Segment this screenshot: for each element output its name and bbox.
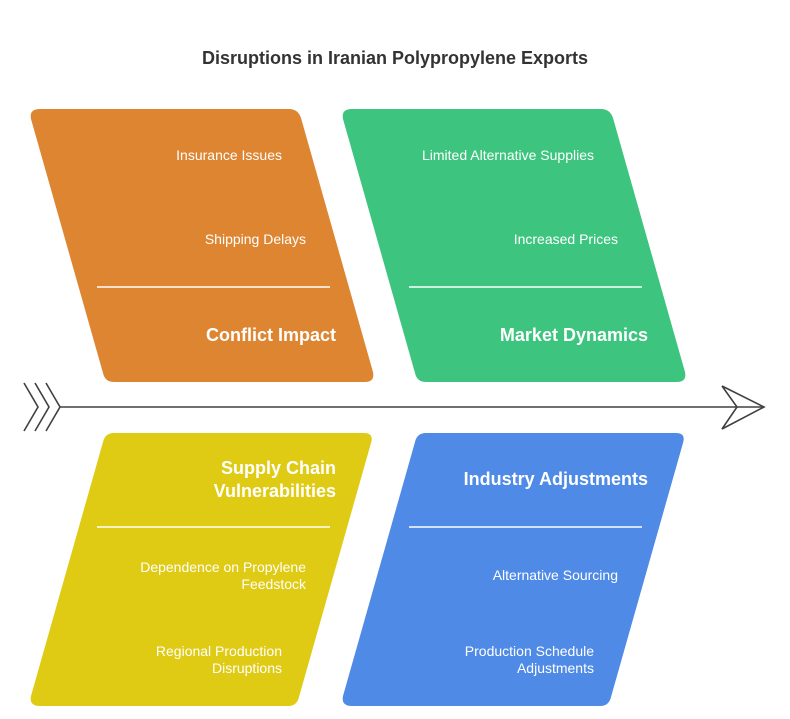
category-supply-chain-line-2: Vulnerabilities — [213, 481, 336, 501]
category-conflict-impact: Conflict Impact — [205, 325, 336, 345]
cause-shipping-delays: Shipping Delays — [204, 231, 306, 247]
cause-insurance-issues: Insurance Issues — [176, 147, 282, 163]
conflict-impact-box — [30, 109, 374, 382]
cause-dependence-line-1: Dependence on Propylene — [140, 559, 306, 575]
category-industry-adjustments: Industry Adjustments — [463, 469, 648, 489]
cause-dependence-line-2: Feedstock — [241, 576, 306, 592]
cause-dependence-on-propylene-feedstock: Dependence on Propylene Feedstock — [140, 559, 306, 593]
cause-production-line-1: Production Schedule — [464, 643, 594, 659]
industry-adjustments-box — [342, 433, 684, 706]
cause-regional-line-2: Disruptions — [211, 660, 282, 676]
cause-alternative-sourcing: Alternative Sourcing — [492, 567, 618, 583]
cause-limited-alternative-supplies: Limited Alternative Supplies — [422, 147, 594, 163]
spine-arrow — [23, 382, 766, 432]
supply-chain-box — [30, 433, 372, 706]
cause-production-schedule-adjustments: Production Schedule Adjustments — [465, 643, 594, 677]
spine-tail-chevron-1 — [23, 382, 39, 432]
market-dynamics-box — [342, 109, 686, 382]
diagram-title: Disruptions in Iranian Polypropylene Exp… — [201, 48, 589, 68]
spine-tail-chevron-2 — [34, 382, 50, 432]
category-supply-chain-line-1: Supply Chain — [220, 458, 336, 478]
cause-production-line-2: Adjustments — [516, 660, 594, 676]
cause-regional-line-1: Regional Production — [155, 643, 282, 659]
category-market-dynamics: Market Dynamics — [499, 325, 648, 345]
category-supply-chain-vulnerabilities: Supply Chain Vulnerabilities — [214, 457, 336, 503]
cause-regional-production-disruptions: Regional Production Disruptions — [156, 643, 282, 677]
spine-arrowhead — [721, 385, 766, 430]
cause-increased-prices: Increased Prices — [513, 231, 618, 247]
